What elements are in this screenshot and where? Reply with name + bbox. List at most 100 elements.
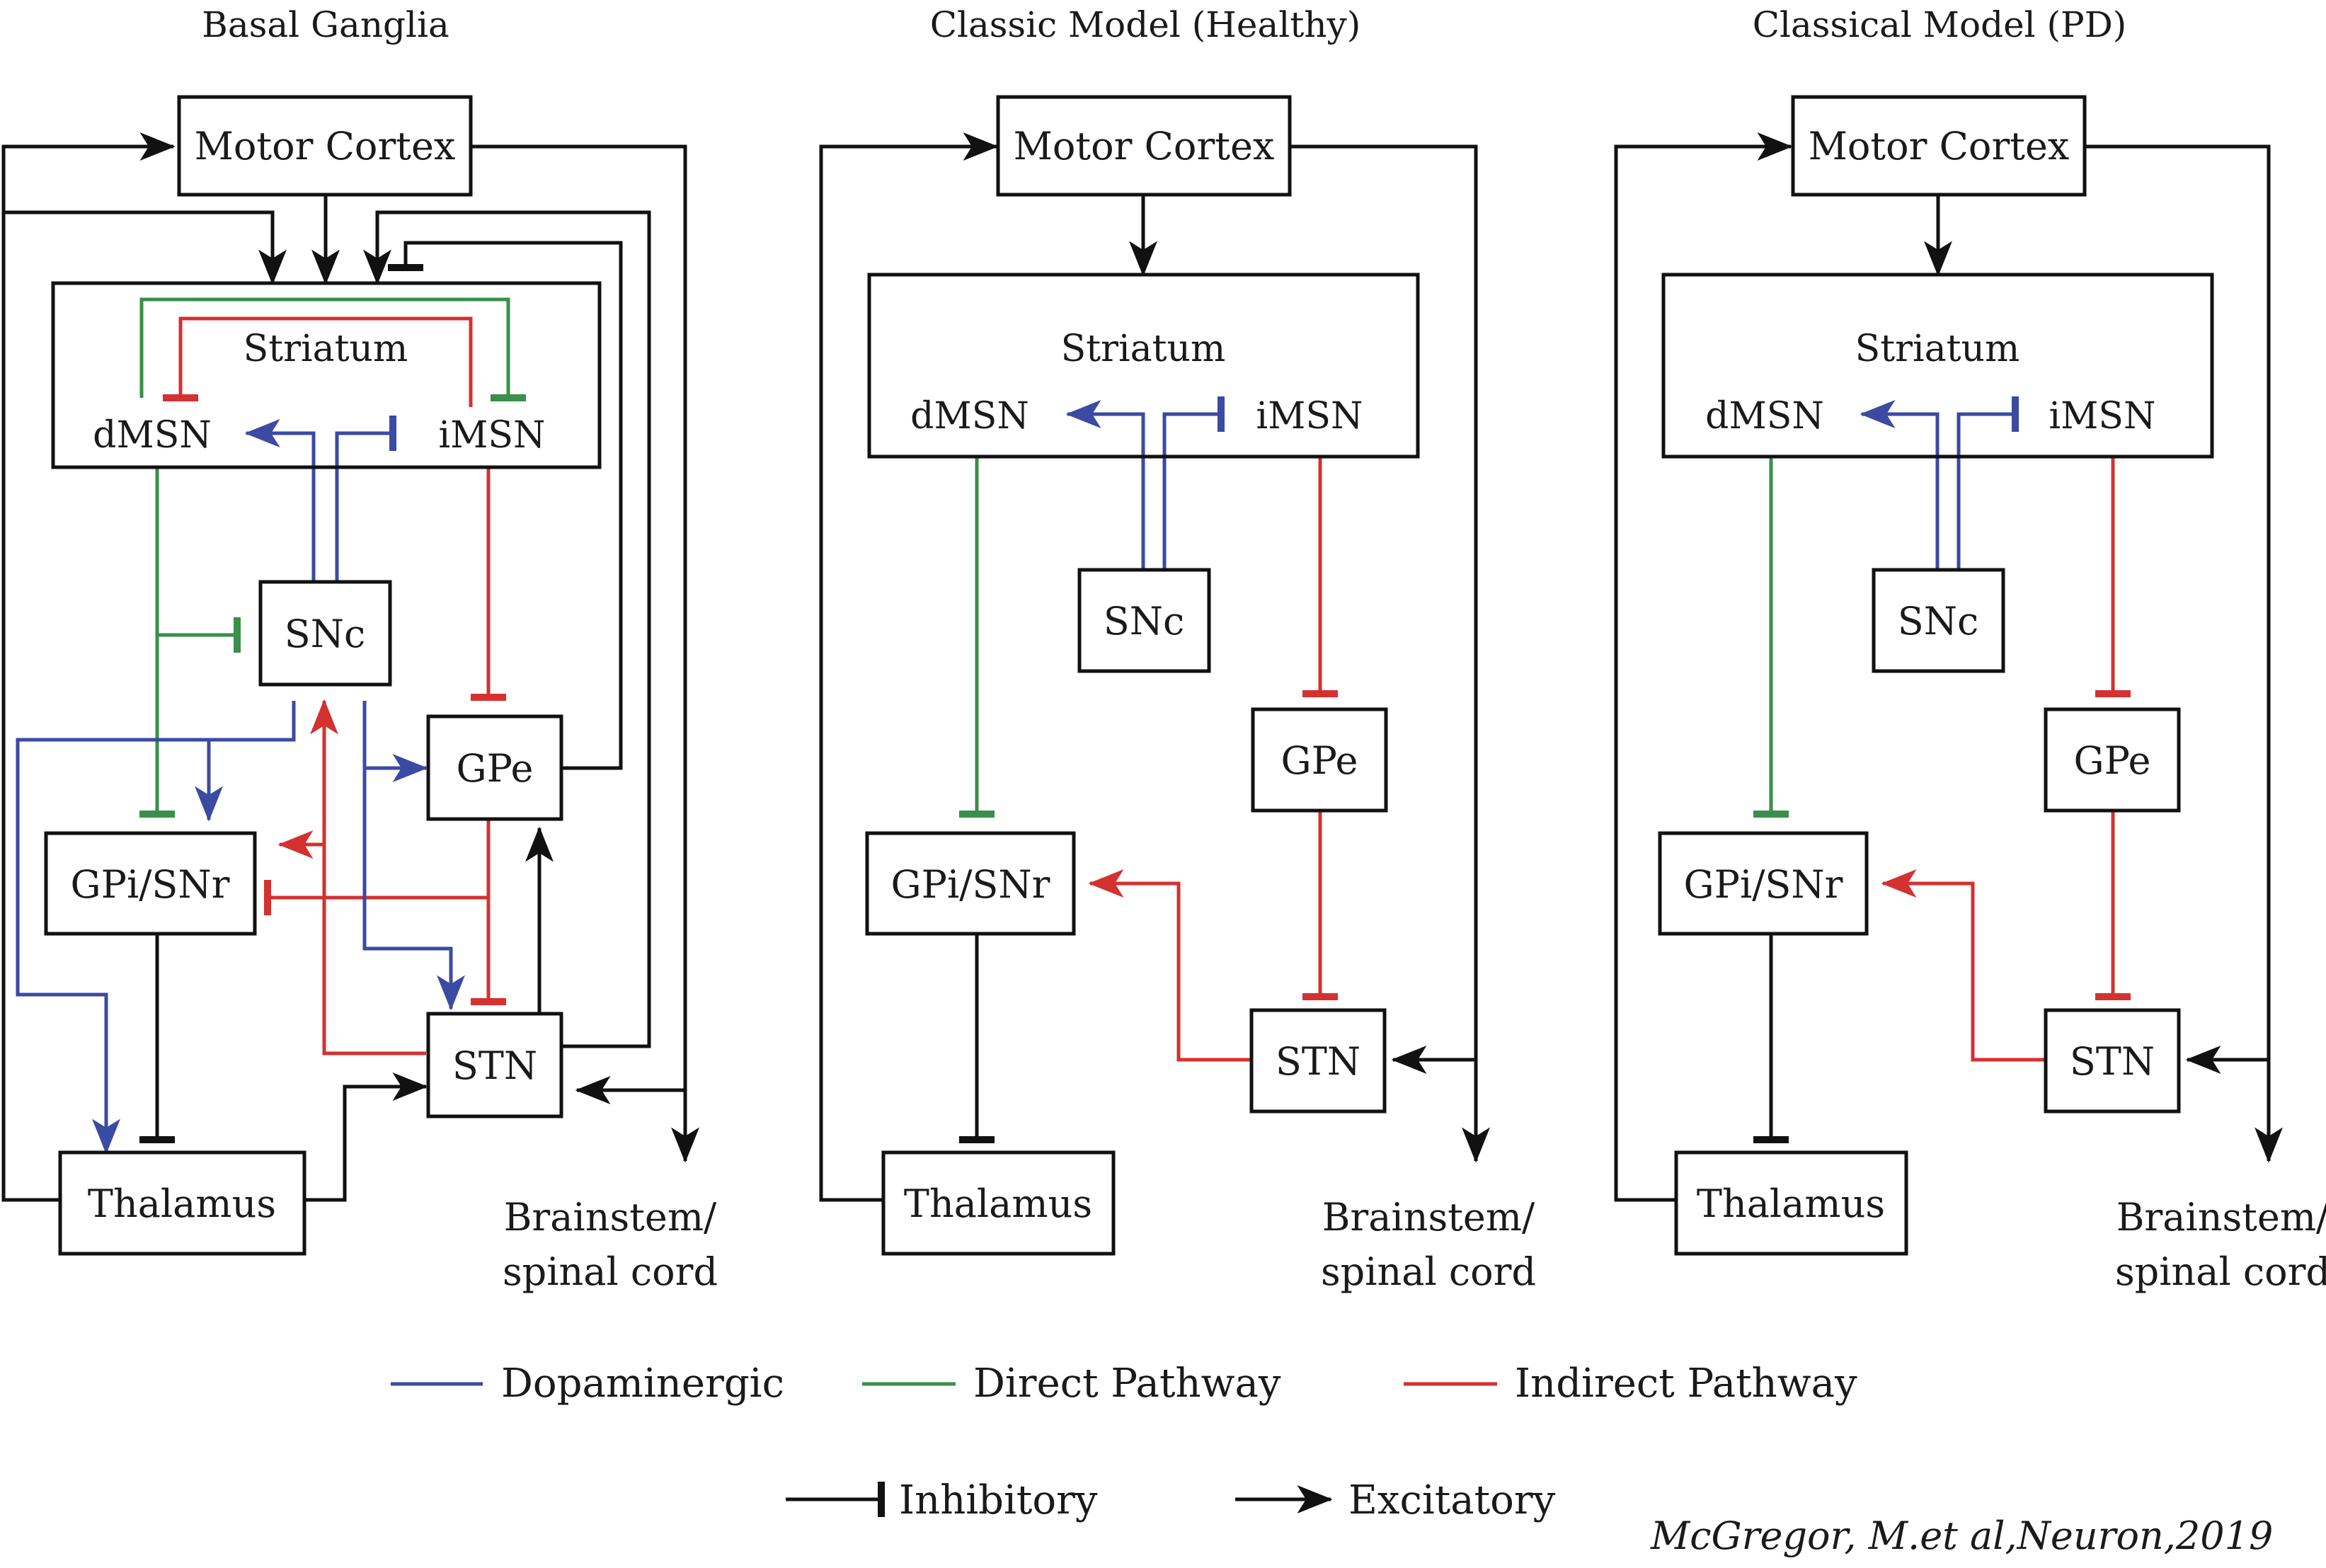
gpi-snr-box [1658, 831, 1869, 936]
legend-item-inhibitory: Inhibitory [786, 1477, 1098, 1523]
motor-cortex-box [177, 95, 473, 197]
thalamus-to-cortex-loop [1614, 132, 1793, 1202]
motor-cortex-label: Motor Cortex [1809, 124, 2070, 168]
snc-to-gpe-arrow [362, 701, 428, 782]
striatum-box [51, 281, 602, 469]
snc-label: SNc [285, 612, 366, 656]
striatum-box [1661, 273, 2214, 459]
inhibitory-label: Inhibitory [899, 1477, 1098, 1523]
cortex-to-brainstem-arrow [2086, 144, 2283, 1163]
gpi-snr-label: GPi/SNr [891, 862, 1050, 907]
thalamus-box [881, 1150, 1116, 1256]
thalamus-label: Thalamus [904, 1181, 1092, 1226]
gpe-box [426, 714, 563, 821]
direct-pathway-label: Direct Pathway [973, 1361, 1281, 1407]
cortex-to-brainstem-arrow [1290, 144, 1490, 1163]
indirect-pathway-connections [163, 316, 506, 1055]
indirect-pathway-connections [1088, 457, 1338, 1062]
stn-to-gpi-arrow [1881, 869, 2046, 1062]
gpe-to-striatum-inhibition [388, 241, 623, 770]
striatum-label: Striatum [1061, 328, 1226, 370]
black-connections [1, 132, 699, 1202]
dmsn-label: dMSN [910, 395, 1029, 437]
striatum-label: Striatum [244, 328, 408, 370]
imsn-to-dmsn-crossinhibition [163, 316, 473, 407]
black-connections [819, 132, 1490, 1202]
dmsn-to-imsn-crossinhibition [139, 297, 526, 401]
snc-box [1077, 568, 1211, 673]
thalamus-box [58, 1150, 306, 1256]
panel-classic-healthy: Classic Model (Healthy) Motor Cortex Str… [819, 4, 1536, 1294]
direct-pathway-connections [139, 297, 526, 818]
legend-item-dopaminergic: Dopaminergic [391, 1361, 784, 1407]
thalamus-box [1674, 1150, 1908, 1256]
snc-label: SNc [1898, 599, 1979, 643]
snc-to-imsn-inhibition [1957, 396, 2019, 570]
panel-classical-pd: Classical Model (PD) Motor Cortex Striat… [1614, 4, 2326, 1294]
brainstem-label-line1: Brainstem/ [504, 1195, 717, 1240]
legend-item-indirect-pathway: Indirect Pathway [1404, 1361, 1857, 1407]
snc-box [1872, 568, 2005, 673]
snc-label: SNc [1104, 599, 1185, 643]
motor-cortex-box [1791, 95, 2087, 197]
striatum-label: Striatum [1855, 328, 2020, 370]
panel-basal-ganglia: Basal Ganglia [1, 4, 718, 1294]
imsn-label: iMSN [439, 414, 546, 457]
snc-box [258, 580, 392, 687]
imsn-label: iMSN [2049, 395, 2156, 437]
snc-to-dmsn-arrow [1065, 400, 1145, 570]
gpe-label: GPe [456, 746, 533, 791]
legend-item-direct-pathway: Direct Pathway [862, 1361, 1281, 1407]
stn-box [426, 1012, 563, 1118]
panel-title: Basal Ganglia [202, 4, 449, 45]
brainstem-label-line1: Brainstem/ [2116, 1195, 2326, 1240]
black-connections [1614, 132, 2283, 1202]
dmsn-label: dMSN [1705, 395, 1824, 437]
thalamus-to-stn-arrow [304, 1072, 428, 1202]
gpi-snr-label: GPi/SNr [71, 862, 230, 907]
gpi-snr-box [44, 831, 257, 936]
stn-label: STN [1276, 1039, 1360, 1084]
snc-to-thalamus-arrow [16, 701, 296, 1155]
snc-to-dmsn-arrow [244, 419, 316, 580]
snc-to-dmsn-arrow [1860, 400, 1940, 570]
brainstem-label-line2: spinal cord [2115, 1249, 2326, 1294]
gpi-snr-label: GPi/SNr [1684, 862, 1843, 907]
dopaminergic-connections [1860, 396, 2019, 570]
stn-to-snc-arrow [310, 699, 426, 1055]
indirect-pathway-connections [1881, 457, 2131, 1062]
dopaminergic-label: Dopaminergic [501, 1361, 784, 1407]
dopaminergic-connections [1065, 396, 1225, 570]
gpe-box [2044, 707, 2181, 813]
imsn-label: iMSN [1256, 395, 1363, 437]
panel-title: Classical Model (PD) [1753, 4, 2127, 45]
brainstem-label-line1: Brainstem/ [1322, 1195, 1535, 1240]
stn-label: STN [452, 1043, 537, 1088]
striatum-box [867, 273, 1420, 459]
stn-to-gpi-arrow [1088, 869, 1251, 1062]
citation: McGregor, M.et al,Neuron,2019 [1650, 1513, 2273, 1558]
snc-to-imsn-inhibition [335, 416, 396, 580]
motor-cortex-box [996, 95, 1292, 197]
brainstem-label-line2: spinal cord [503, 1249, 718, 1294]
indirect-pathway-label: Indirect Pathway [1515, 1361, 1857, 1407]
cortex-to-brainstem-arrow [471, 144, 699, 1163]
legend-item-excitatory: Excitatory [1235, 1477, 1556, 1523]
snc-to-stn-arrow [362, 768, 465, 1011]
stn-box [1249, 1008, 1387, 1114]
gpe-label: GPe [2073, 738, 2150, 783]
thalamus-to-cortex-loop [819, 132, 999, 1202]
thalamus-label: Thalamus [1697, 1181, 1885, 1226]
gpe-box [1251, 707, 1388, 813]
legend: Dopaminergic Direct Pathway Indirect Pat… [391, 1361, 1857, 1523]
stn-box [2044, 1008, 2181, 1114]
panel-title: Classic Model (Healthy) [930, 4, 1361, 45]
stn-label: STN [2070, 1039, 2155, 1084]
dmsn-label: dMSN [93, 414, 212, 457]
thalamus-to-striatum-arrow [4, 210, 287, 285]
motor-cortex-label: Motor Cortex [1014, 124, 1275, 168]
thalamus-label: Thalamus [88, 1181, 276, 1226]
stn-to-striatum-arrow [363, 210, 651, 1048]
brainstem-label-line2: spinal cord [1321, 1249, 1536, 1294]
